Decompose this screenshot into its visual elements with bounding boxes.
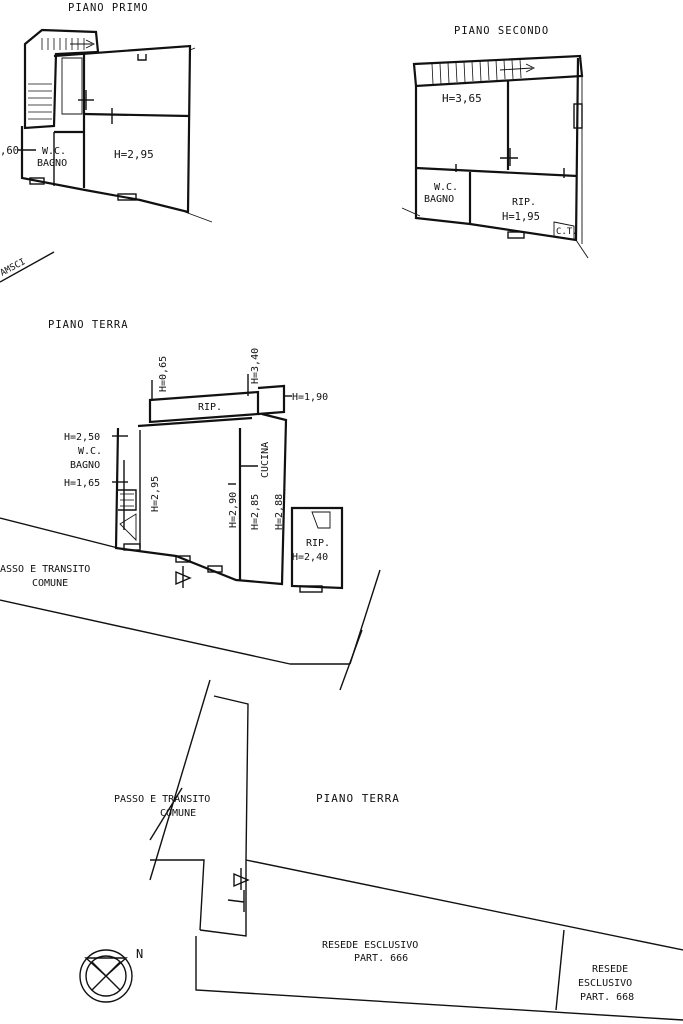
site-passage-line2: COMUNE	[160, 808, 196, 819]
site-exclusive-line1: RESEDE ESCLUSIVO	[322, 940, 418, 951]
ground-passage-line2: COMUNE	[32, 578, 68, 589]
ground-h340: H=3,40	[250, 348, 261, 384]
second-floor-rip: RIP.	[512, 197, 536, 208]
first-floor-title: PIANO PRIMO	[68, 2, 149, 14]
second-floor-title: PIANO SECONDO	[454, 25, 549, 37]
second-floor-height-main: H=3,65	[442, 92, 482, 105]
ground-h295: H=2,95	[150, 476, 161, 512]
ground-wc-line1: W.C.	[78, 446, 102, 457]
street-name: AMSCI	[0, 257, 27, 279]
ground-wc-line2: BAGNO	[70, 460, 100, 471]
site-plan: PIANO TERRA PASSO E TRANSITO COMUNE RESE…	[114, 679, 683, 1021]
ground-passage-line1: ASSO E TRANSITO	[0, 564, 90, 575]
site-exclusive-line2: PART. 666	[354, 953, 408, 964]
site-exclusive2-line2: ESCLUSIVO	[578, 978, 632, 989]
second-floor-wc-line1: W.C.	[434, 182, 458, 193]
ground-h288: H=2,88	[274, 494, 285, 530]
north-arrow-icon: N	[79, 947, 143, 1003]
first-floor-plan: PIANO PRIMO ,60 W.C. BAGNO H=2	[0, 2, 213, 223]
ground-h165: H=1,65	[64, 478, 100, 489]
first-floor-wc-line1: W.C.	[42, 146, 66, 157]
ground-h190: H=1,90	[292, 392, 328, 403]
ground-rip-right: RIP.	[306, 538, 330, 549]
site-passage-line1: PASSO E TRANSITO	[114, 794, 210, 805]
ground-h285: H=2,85	[250, 494, 261, 530]
first-floor-wc-line2: BAGNO	[37, 158, 67, 169]
ground-h250: H=2,50	[64, 432, 100, 443]
second-floor-rip-height: H=1,95	[502, 211, 540, 223]
first-floor-height-left: ,60	[0, 145, 19, 157]
second-floor-wc-line2: BAGNO	[424, 194, 454, 205]
ground-h065: H=0,65	[158, 356, 169, 392]
second-floor-ct: C.T.	[556, 227, 578, 237]
north-label: N	[136, 947, 143, 961]
ground-rip-top: RIP.	[198, 402, 222, 413]
ground-h290: H=2,90	[228, 492, 239, 528]
ground-floor-title: PIANO TERRA	[48, 319, 129, 331]
ground-h240: H=2,40	[292, 552, 328, 563]
site-exclusive2-line1: RESEDE	[592, 964, 628, 975]
first-floor-height-main: H=2,95	[114, 148, 154, 161]
site-exclusive2-line3: PART. 668	[580, 992, 634, 1003]
site-title: PIANO TERRA	[316, 792, 400, 805]
street-label: AMSCI	[0, 251, 55, 283]
second-floor-plan: PIANO SECONDO H=3,65 W.C. BAGNO RIP. H	[401, 25, 589, 259]
ground-floor-plan: PIANO TERRA H=0,65 H=3,40 H=1,90 RIP. H=…	[0, 319, 381, 691]
ground-kitchen: CUCINA	[260, 442, 271, 478]
